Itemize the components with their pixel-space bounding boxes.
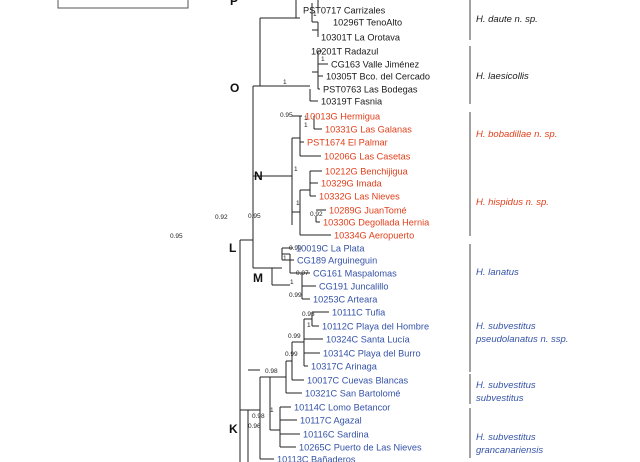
- species-label-7-1: grancanariensis: [476, 445, 543, 456]
- support-value-18: 1: [307, 322, 311, 329]
- taxon-label-27: 10314C Playa del Burro: [323, 349, 421, 359]
- node-label-O: O: [230, 81, 239, 95]
- taxon-label-30: 10321C San Bartolomé: [305, 389, 401, 399]
- species-label-3-0: H. hispidus n. sp.: [476, 197, 549, 208]
- support-value-6: 0.95: [280, 112, 293, 119]
- taxon-label-7: PST0763 Las Bodegas: [323, 85, 418, 95]
- species-label-4-0: H. lanatus: [476, 267, 519, 278]
- taxon-label-24: 10111C Tufia: [332, 308, 386, 318]
- taxon-label-6: 10305T Bco. del Cercado: [326, 72, 430, 82]
- support-value-22: 0.98: [252, 413, 265, 420]
- support-value-1: 1: [321, 56, 325, 63]
- taxon-label-2: 10296T TenoAlto: [333, 18, 402, 28]
- support-value-17: 0.93: [302, 311, 315, 318]
- taxon-label-19: 10019C La Plata: [296, 244, 365, 254]
- support-value-5: 1: [304, 115, 308, 122]
- support-value-20: 0.99: [285, 351, 298, 358]
- support-value-4: 0.95: [170, 233, 183, 240]
- taxon-labels: 10167 BuenavistaPST0717 Carrizales 10296T…: [277, 0, 430, 462]
- node-label-N: N: [254, 169, 263, 183]
- species-label-0-0: H. daute n. sp.: [476, 14, 538, 25]
- taxon-label-1: PST0717 Carrizales: [303, 6, 386, 16]
- taxon-label-13: 10212G Benchijigua: [325, 167, 409, 177]
- taxon-label-33: 10116C Sardina: [303, 430, 370, 440]
- node-label-M: M: [253, 271, 263, 285]
- species-label-5-1: pseudolanatus n. ssp.: [475, 334, 568, 345]
- taxon-label-11: PST1674 El Palmar: [307, 138, 388, 148]
- taxon-label-22: CG191 Juncalillo: [319, 282, 388, 292]
- taxon-label-9: 10013G Hermigua: [305, 112, 381, 122]
- node-label-L: L: [229, 241, 236, 255]
- taxon-label-14: 10329G Imada: [321, 179, 383, 189]
- support-value-14: 0.97: [296, 270, 309, 277]
- species-label-6-0: H. subvestitus: [476, 380, 536, 391]
- species-label-5-0: H. subvestitus: [476, 321, 536, 332]
- support-value-24: 1: [270, 407, 274, 414]
- support-value-21: 0.98: [265, 368, 278, 375]
- support-value-16: 0.99: [289, 292, 302, 299]
- taxon-label-18: 10334G Aeropuerto: [334, 231, 414, 241]
- taxon-label-28: 10317C Arinaga: [311, 362, 378, 372]
- taxon-label-26: 10324C Santa Lucía: [326, 335, 411, 345]
- taxon-label-32: 10117C Agazal: [300, 416, 362, 426]
- taxon-label-20: CG189 Arguineguin: [297, 256, 377, 266]
- support-value-9: 1: [296, 200, 300, 207]
- support-value-11: 0.95: [248, 213, 261, 220]
- taxon-label-4: 10201T Radazul: [311, 47, 378, 57]
- taxon-label-17: 10330G Degollada Hernia: [323, 218, 430, 228]
- species-label-2-0: H. bobadillae n. sp.: [476, 129, 557, 140]
- taxon-label-16: 10289G JuanTomé: [329, 206, 407, 216]
- support-values: 1110.920.9510.951110.920.950.9910.9710.9…: [170, 11, 325, 430]
- support-value-7: 1: [304, 122, 308, 129]
- taxon-label-10: 10331G Las Galanas: [325, 125, 412, 135]
- support-value-15: 1: [290, 279, 294, 286]
- node-labels: P O N L M K: [229, 0, 263, 436]
- taxon-label-31: 10114C Lomo Betancor: [294, 403, 390, 413]
- support-value-2: 1: [283, 79, 287, 86]
- taxon-label-25: 10112C Playa del Hombre: [322, 322, 429, 332]
- taxon-label-21: CG161 Maspalomas: [313, 269, 397, 279]
- taxon-label-15: 10332G Las Nieves: [319, 192, 400, 202]
- taxon-label-5: CG163 Valle Jiménez: [331, 60, 420, 70]
- legend-box: [57, 0, 189, 9]
- support-value-3: 0.92: [215, 214, 228, 221]
- support-value-12: 0.99: [289, 245, 302, 252]
- tree-branches: [239, 0, 331, 462]
- support-value-19: 0.99: [288, 333, 301, 340]
- species-labels: H. daute n. sp. H. laesicollis H. bobadill…: [475, 14, 568, 456]
- support-value-23: 0.96: [248, 423, 261, 430]
- taxon-label-34: 10265C Puerto de Las Nieves: [299, 443, 422, 453]
- taxon-label-0: 10167 Buenavista: [305, 0, 379, 2]
- taxon-label-23: 10253C Arteara: [313, 295, 378, 305]
- taxon-label-8: 10319T Fasnia: [321, 97, 383, 107]
- taxon-label-12: 10206G Las Casetas: [324, 152, 411, 162]
- taxon-label-29: 10017C Cuevas Blancas: [307, 376, 409, 386]
- species-label-7-0: H. subvestitus: [476, 432, 536, 443]
- taxon-label-3: 10301T La Orotava: [321, 33, 401, 43]
- node-label-K: K: [229, 422, 238, 436]
- node-label-P: P: [230, 0, 238, 8]
- support-value-10: 0.92: [310, 211, 323, 218]
- species-label-6-1: subvestitus: [476, 393, 524, 404]
- support-value-8: 1: [294, 166, 298, 173]
- taxon-label-35: 10113C Bañaderos: [277, 455, 356, 462]
- support-value-0: 1: [313, 11, 317, 18]
- species-label-1-0: H. laesicollis: [476, 71, 529, 82]
- support-value-13: 1: [283, 255, 287, 262]
